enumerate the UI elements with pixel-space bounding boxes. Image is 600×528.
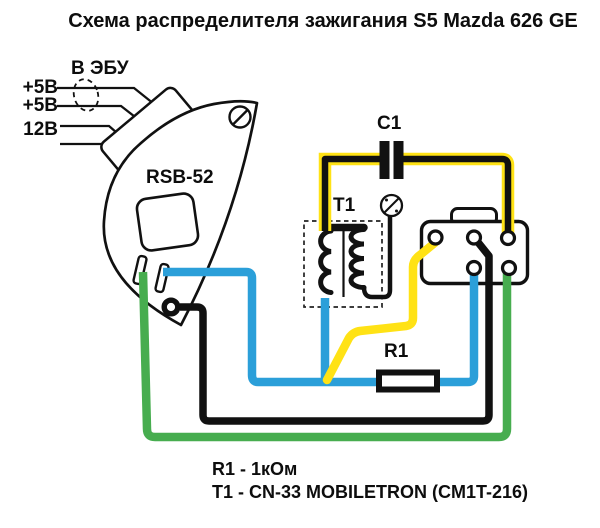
resistor-note: R1 - 1кОм xyxy=(212,459,298,479)
to-ecu-label: В ЭБУ xyxy=(71,58,129,79)
wire-green xyxy=(138,271,512,442)
distributor-pin-left xyxy=(132,254,148,286)
capacitor-label: C1 xyxy=(377,113,402,134)
wire-yellow-signal xyxy=(322,236,442,385)
capacitor-c1-symbol xyxy=(379,141,404,179)
diagram-title: Схема распределителя зажигания S5 Mazda … xyxy=(68,10,578,32)
transformer-label: T1 xyxy=(333,195,356,216)
transformer-dashed-box xyxy=(303,220,383,308)
ecu-wires-highlight-ellipse xyxy=(72,78,100,112)
pin-5v-label-2: +5В xyxy=(22,95,58,116)
transformer-note: T1 - CN-33 MOBILETRON (CM1T-216) xyxy=(212,482,529,502)
wire-black-c1-overlay xyxy=(321,155,512,241)
pin-5v-label-1: +5В xyxy=(22,77,58,98)
transformer-symbol xyxy=(318,216,393,300)
wire-black-ground xyxy=(180,238,493,425)
resistor-label: R1 xyxy=(384,341,409,362)
distributor-model-label: RSB-52 xyxy=(146,167,214,188)
wire-blue-main xyxy=(163,267,479,387)
pin-12v-label: 12В xyxy=(23,119,58,140)
ground-ring-terminal xyxy=(161,297,181,317)
distributor-screw-icon xyxy=(228,105,252,129)
resistor-r1-symbol xyxy=(376,369,440,393)
connector-terminals xyxy=(427,229,518,277)
coil-tower-icon xyxy=(379,193,404,218)
distributor-window xyxy=(135,192,200,252)
